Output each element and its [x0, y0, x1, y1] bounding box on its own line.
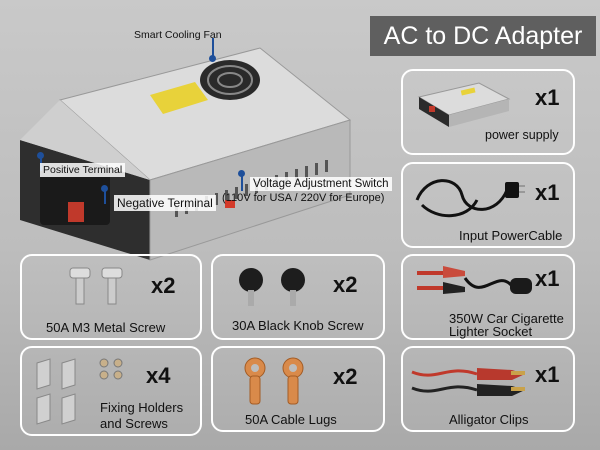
mini-power-supply-image	[417, 82, 511, 127]
alligator-clips-image	[411, 368, 525, 396]
power-cable-qty: x1	[535, 180, 560, 205]
metal-screw-image	[69, 267, 123, 305]
card-metal-screw: x2 50A M3 Metal Screw	[20, 254, 202, 340]
fan-pointer-line	[212, 38, 214, 58]
alligator-clips-qty: x1	[535, 362, 560, 387]
power-supply-image	[20, 47, 352, 261]
alligator-clips-label: Alligator Clips	[449, 412, 529, 427]
cable-lugs-image	[244, 357, 304, 405]
card-power-supply: x1 power supply	[401, 69, 575, 155]
cable-lugs-label: 50A Cable Lugs	[245, 412, 337, 427]
fixing-holders-label-line1: Fixing Holders	[100, 400, 184, 415]
card-fixing-holders: x4 Fixing Holders and Screws	[20, 346, 202, 436]
fan-pointer-dot	[209, 55, 216, 62]
card-cable-lugs: x2 50A Cable Lugs	[211, 346, 385, 432]
product-title: AC to DC Adapter	[370, 16, 596, 56]
fixing-holders-label-line2: and Screws	[100, 416, 168, 431]
card-cigarette-lighter-socket: x1 350W Car Cigarette Lighter Socket	[401, 254, 575, 340]
power-supply-qty: x1	[535, 85, 560, 110]
fan-annotation: Smart Cooling Fan	[134, 29, 222, 41]
fixing-holders-image	[36, 358, 123, 425]
black-knob-screw-label: 30A Black Knob Screw	[232, 318, 364, 333]
negative-annotation: Negative Terminal	[114, 195, 216, 211]
fixing-holders-qty: x4	[146, 363, 171, 388]
power-supply-label: power supply	[485, 128, 559, 142]
card-black-knob-screw: x2 30A Black Knob Screw	[211, 254, 385, 340]
voltage-pointer-line	[241, 173, 243, 191]
metal-screw-label: 50A M3 Metal Screw	[46, 320, 166, 335]
voltage-annotation-line2: (110V for USA / 220V for Europe)	[222, 192, 385, 204]
black-knob-screw-qty: x2	[333, 272, 358, 297]
cigarette-socket-label-line1: 350W Car Cigarette	[449, 311, 564, 326]
power-cable-label: Input PowerCable	[459, 228, 563, 243]
power-cable-image	[415, 179, 525, 218]
negative-pointer-line	[104, 188, 106, 204]
metal-screw-qty: x2	[151, 273, 176, 298]
positive-annotation: Positive Terminal	[40, 163, 126, 177]
cable-lugs-qty: x2	[333, 364, 358, 389]
black-knob-screw-image	[239, 268, 305, 306]
card-alligator-clips: x1 Alligator Clips	[401, 346, 575, 432]
voltage-annotation-line1: Voltage Adjustment Switch	[250, 177, 392, 191]
card-input-power-cable: x1 Input PowerCable	[401, 162, 575, 248]
cigarette-socket-qty: x1	[535, 266, 560, 291]
cigarette-socket-label-line2: Lighter Socket	[449, 324, 533, 339]
cigarette-socket-image	[417, 266, 532, 294]
